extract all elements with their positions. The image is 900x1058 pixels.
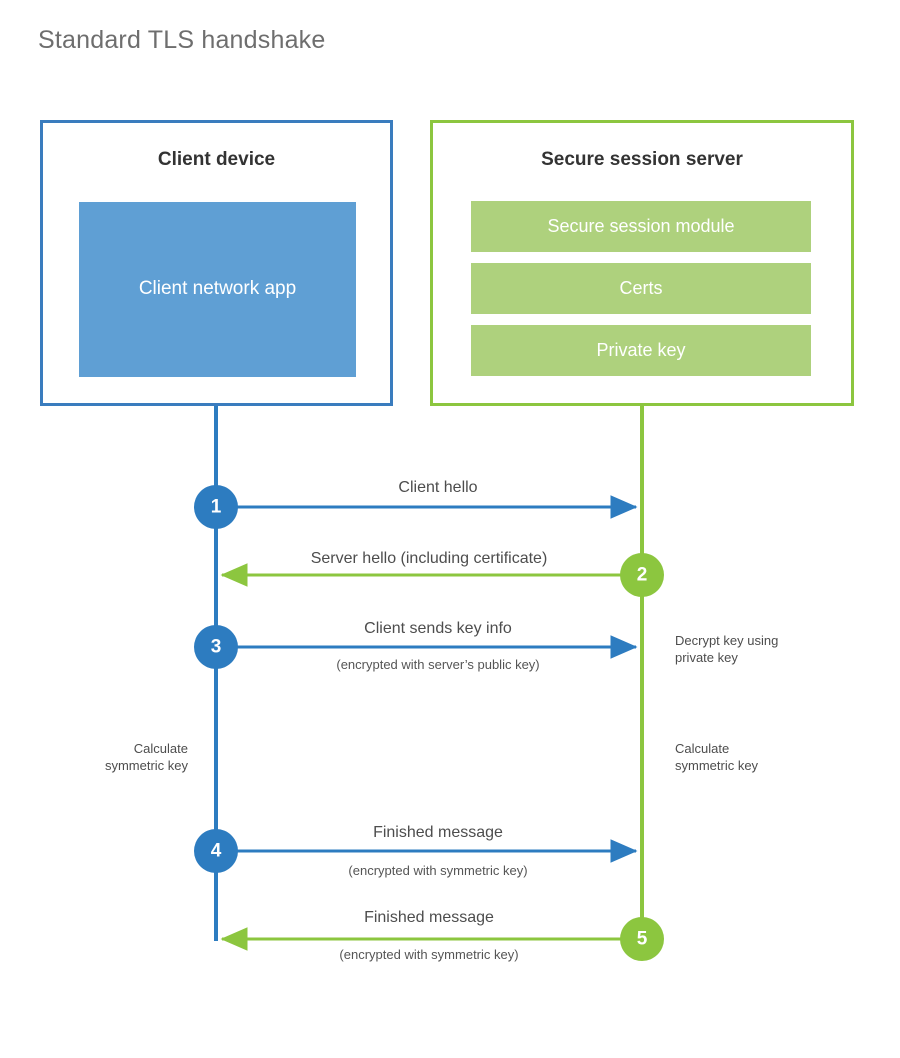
step-number-1: 1	[211, 497, 222, 518]
step-number-3: 3	[211, 637, 222, 658]
server-calc-note-line-1: Calculate	[675, 741, 730, 756]
client-device-title: Client device	[157, 149, 276, 170]
client-calc-note-line-2: symmetric key	[104, 758, 188, 774]
step-3-sublabel: (encrypted with server’s public key)	[336, 657, 540, 672]
certs-block: Certs	[471, 263, 811, 314]
step-4-label: Finished message	[373, 824, 503, 841]
decrypt-key-note-line-1: Decrypt key using	[675, 633, 779, 648]
client-calculate-symmetric-key-note: Calculate symmetric key	[28, 740, 188, 775]
step-5-sublabel: (encrypted with symmetric key)	[339, 947, 519, 962]
step-1-label: Client hello	[398, 479, 478, 496]
step-number-5: 5	[637, 929, 648, 950]
client-network-app-block: Client network app	[79, 202, 356, 377]
server-calculate-symmetric-key-note: Calculate symmetric key	[675, 740, 855, 775]
decrypt-key-note-line-2: private key	[675, 650, 738, 666]
step-4-sublabel: (encrypted with symmetric key)	[348, 863, 528, 878]
private-key-block: Private key	[471, 325, 811, 376]
secure-session-server-box: Secure session server Secure session mod…	[430, 120, 854, 406]
step-number-4: 4	[211, 841, 222, 862]
secure-session-module-block: Secure session module	[471, 201, 811, 252]
client-calc-note-line-1: Calculate	[133, 741, 188, 756]
step-2-label: Server hello (including certificate)	[310, 550, 548, 567]
step-3-label: Client sends key info	[364, 620, 512, 637]
step-5-label: Finished message	[364, 909, 494, 926]
page-title: Standard TLS handshake	[38, 26, 326, 54]
server-calc-note-line-2: symmetric key	[675, 758, 759, 774]
client-device-box: Client device Client network app	[40, 120, 393, 406]
decrypt-key-note: Decrypt key using private key	[675, 632, 875, 667]
secure-session-server-title: Secure session server	[541, 149, 743, 170]
step-number-2: 2	[637, 565, 648, 586]
